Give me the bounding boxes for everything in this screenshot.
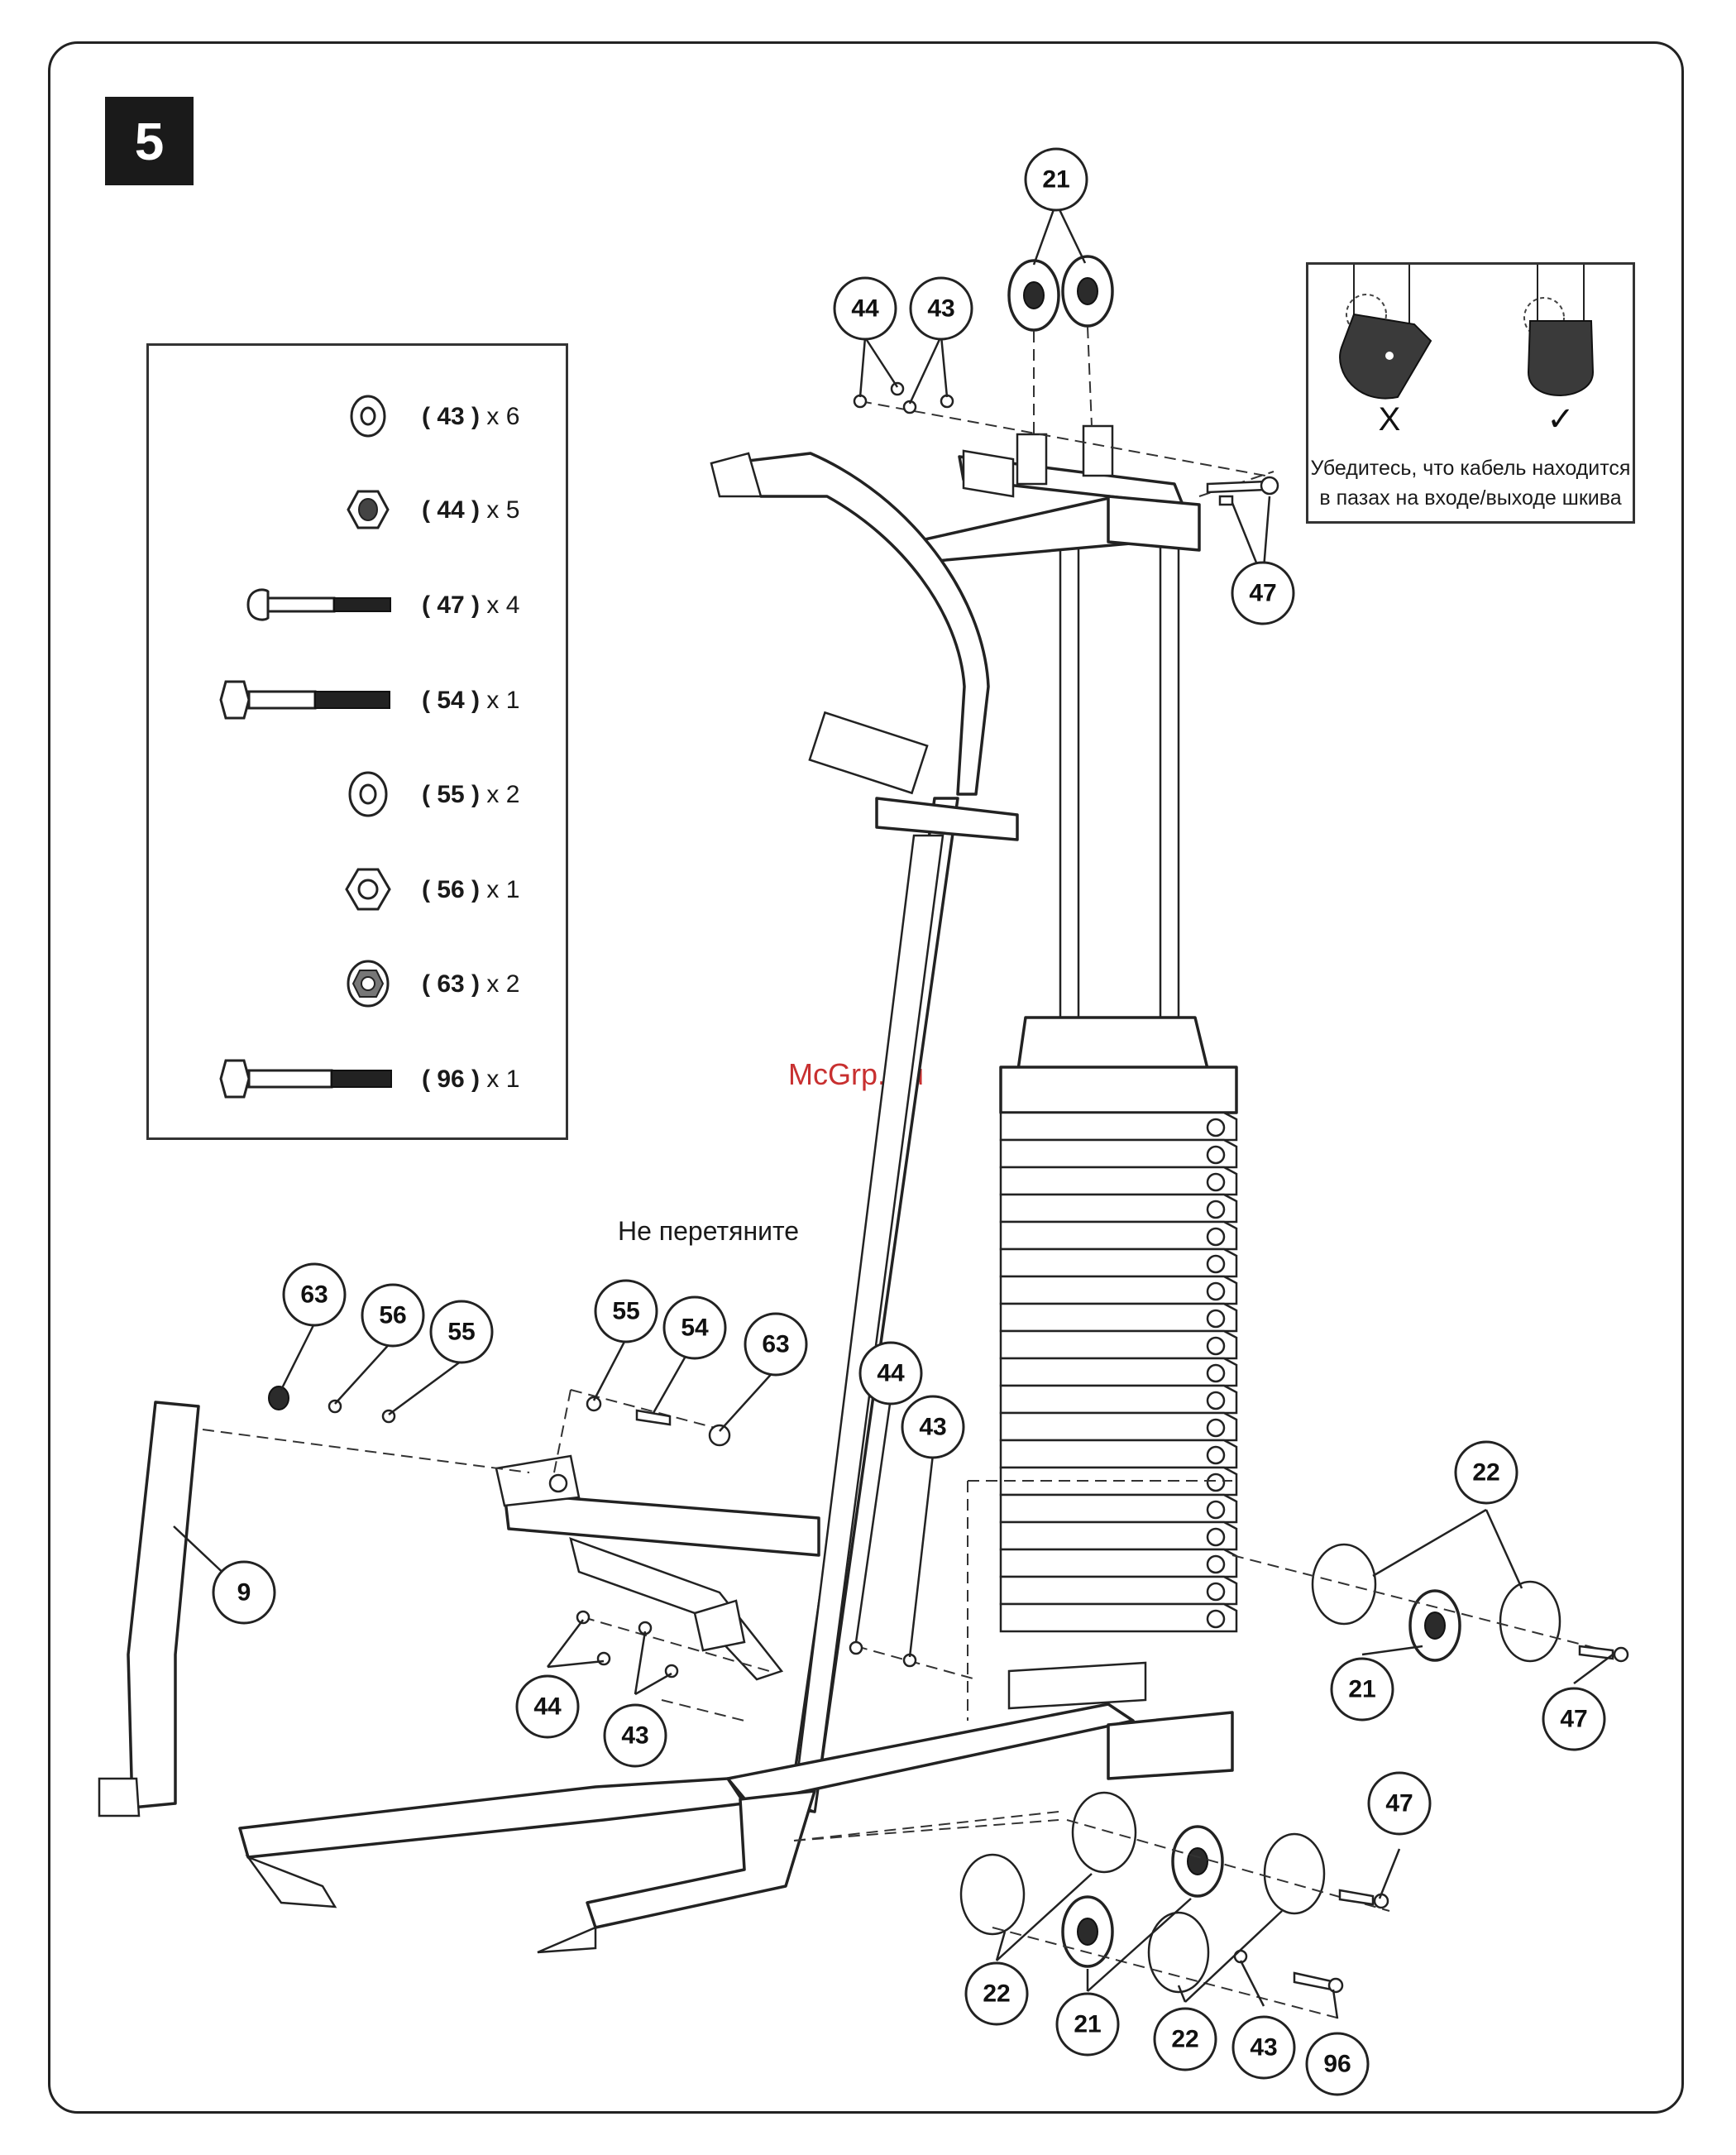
callout-22: 22 (1456, 1442, 1517, 1503)
callout-55: 55 (595, 1281, 657, 1342)
callout-43: 43 (902, 1396, 964, 1458)
callout-47: 47 (1369, 1773, 1430, 1834)
callout-label: 47 (1249, 580, 1276, 607)
main-upright (711, 453, 1017, 1812)
weight-plate (1001, 1577, 1236, 1604)
callout-63: 63 (284, 1264, 345, 1325)
callout-label: 63 (762, 1331, 789, 1358)
callout-label: 47 (1560, 1706, 1587, 1733)
weight-plate (1001, 1140, 1236, 1167)
callout-label: 43 (621, 1722, 648, 1750)
callout-label: 96 (1323, 2051, 1351, 2078)
guide-rod-right (1160, 529, 1179, 1026)
callout-22: 22 (1155, 2009, 1216, 2070)
callout-label: 44 (851, 295, 879, 323)
callout-47: 47 (1232, 563, 1294, 624)
callout-label: 63 (300, 1281, 328, 1309)
weight-plate (1001, 1495, 1236, 1522)
callout-43: 43 (911, 278, 972, 339)
weight-plate (1001, 1222, 1236, 1249)
callout-label: 43 (927, 295, 954, 323)
callout-label: 22 (1472, 1459, 1499, 1487)
weight-plate (1001, 1549, 1236, 1577)
mid-arm (496, 1456, 819, 1679)
guide-rod-left (1060, 529, 1078, 1026)
callout-56: 56 (362, 1285, 423, 1346)
callout-43: 43 (1233, 2017, 1294, 2078)
callout-43: 43 (605, 1705, 666, 1766)
callout-label: 22 (983, 1980, 1010, 2008)
callout-44: 44 (860, 1343, 921, 1404)
callout-96: 96 (1307, 2033, 1368, 2095)
callout-55: 55 (431, 1301, 492, 1362)
weight-plate (1001, 1304, 1236, 1331)
weight-plate (1001, 1386, 1236, 1413)
callout-label: 21 (1074, 2011, 1101, 2038)
callout-47: 47 (1543, 1688, 1604, 1750)
callout-44: 44 (517, 1676, 578, 1737)
weight-plate (1001, 1113, 1236, 1140)
callout-44: 44 (835, 278, 896, 339)
callout-label: 44 (877, 1360, 905, 1387)
weight-plate (1001, 1331, 1236, 1358)
callout-54: 54 (664, 1297, 725, 1358)
callout-label: 21 (1348, 1676, 1375, 1703)
callout-label: 44 (533, 1693, 562, 1721)
callout-21: 21 (1332, 1659, 1393, 1720)
callout-21: 21 (1057, 1994, 1118, 2055)
callout-label: 22 (1171, 2026, 1198, 2053)
weight-plate (1001, 1358, 1236, 1386)
callout-label: 55 (612, 1298, 639, 1325)
callout-label: 9 (237, 1579, 251, 1607)
part-9-upright (99, 1402, 198, 1816)
callout-label: 21 (1042, 166, 1069, 194)
callout-label: 43 (1250, 2034, 1277, 2062)
callout-63: 63 (745, 1314, 806, 1375)
callout-9: 9 (213, 1562, 275, 1623)
callout-21: 21 (1026, 149, 1087, 210)
weight-plate (1001, 1167, 1236, 1195)
callout-label: 54 (681, 1315, 709, 1342)
weight-plate (1001, 1522, 1236, 1549)
weight-plate (1001, 1276, 1236, 1304)
callout-label: 56 (379, 1302, 406, 1329)
callout-22: 22 (966, 1963, 1027, 2024)
weight-plate (1001, 1413, 1236, 1440)
weight-stack (1001, 1018, 1236, 1631)
callout-label: 43 (919, 1414, 946, 1441)
top-frame (914, 426, 1199, 563)
weight-plate (1001, 1604, 1236, 1631)
weight-plate (1001, 1440, 1236, 1468)
callout-label: 47 (1385, 1790, 1413, 1817)
callout-label: 55 (447, 1319, 475, 1346)
weight-plate (1001, 1249, 1236, 1276)
weight-plate (1001, 1195, 1236, 1222)
